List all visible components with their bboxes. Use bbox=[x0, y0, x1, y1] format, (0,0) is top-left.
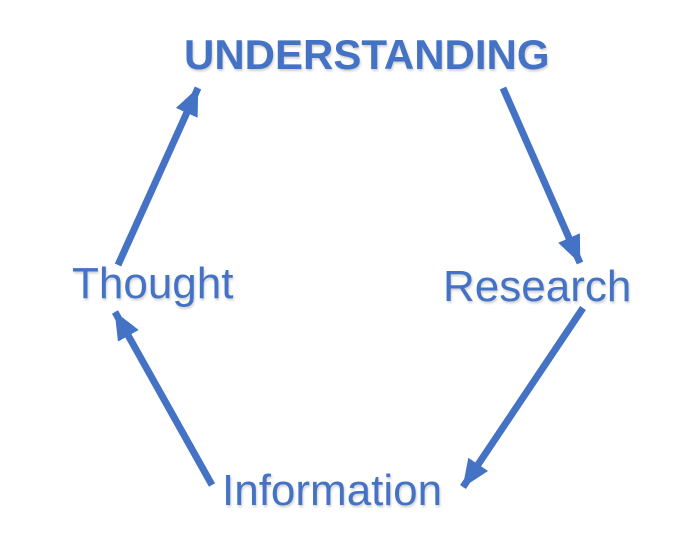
node-research: Research bbox=[443, 262, 632, 311]
arrow-research-to-information bbox=[460, 306, 586, 489]
arrow-thought-to-understanding bbox=[114, 86, 202, 267]
node-information: Information bbox=[222, 466, 443, 515]
arrow-information-to-thought bbox=[111, 310, 216, 487]
arrow-understanding-to-research bbox=[499, 86, 584, 265]
node-thought: Thought bbox=[72, 259, 234, 308]
node-understanding: UNDERSTANDING bbox=[184, 31, 550, 78]
